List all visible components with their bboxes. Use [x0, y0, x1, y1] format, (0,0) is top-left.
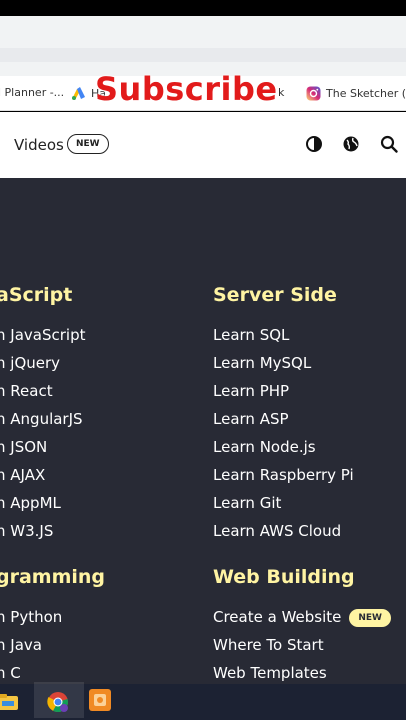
link-sql[interactable]: Learn SQL — [213, 326, 290, 344]
bookmark-label: l Planner -... — [0, 86, 65, 99]
link-jquery[interactable]: n jQuery — [0, 354, 61, 372]
link-ajax[interactable]: n AJAX — [0, 466, 46, 484]
link-java[interactable]: n Java — [0, 636, 42, 654]
link-php[interactable]: Learn PHP — [213, 382, 290, 400]
heading-web-building: Web Building — [213, 566, 355, 588]
bookmark-item[interactable]: The Sketcher (@ — [306, 86, 406, 101]
link-label: Create a Website — [213, 608, 342, 626]
bookmark-label: k — [278, 86, 285, 99]
link-json[interactable]: n JSON — [0, 438, 48, 456]
google-ads-icon — [72, 87, 85, 100]
nav-videos-link[interactable]: Videos — [14, 136, 64, 154]
link-create-website[interactable]: Create a Website NEW — [213, 608, 391, 627]
chrome-icon[interactable] — [46, 690, 70, 714]
instagram-icon — [306, 86, 321, 101]
link-raspberry-pi[interactable]: Learn Raspberry Pi — [213, 466, 354, 484]
link-javascript[interactable]: n JavaScript — [0, 326, 86, 344]
link-aws-cloud[interactable]: Learn AWS Cloud — [213, 522, 342, 540]
file-explorer-icon[interactable] — [0, 690, 20, 714]
bookmark-item[interactable]: Ha — [70, 86, 106, 100]
globe-icon[interactable] — [341, 134, 361, 154]
bookmark-label: Ha — [91, 86, 107, 100]
new-badge: NEW — [349, 609, 391, 627]
bookmark-item[interactable]: k — [278, 86, 284, 99]
link-mysql[interactable]: Learn MySQL — [213, 354, 312, 372]
link-appml[interactable]: n AppML — [0, 494, 61, 512]
app-icon[interactable] — [88, 688, 112, 712]
window-top-edge — [0, 0, 406, 16]
new-badge: NEW — [67, 134, 109, 154]
link-where-to-start[interactable]: Where To Start — [213, 636, 324, 654]
bookmark-item[interactable]: l Planner -... — [0, 86, 64, 99]
footer-menu: aScript n JavaScript n jQuery n React n … — [0, 178, 406, 684]
link-react[interactable]: n React — [0, 382, 53, 400]
contrast-icon[interactable] — [304, 134, 324, 154]
link-angularjs[interactable]: n AngularJS — [0, 410, 83, 428]
link-w3js[interactable]: n W3.JS — [0, 522, 54, 540]
link-asp[interactable]: Learn ASP — [213, 410, 289, 428]
bookmarks-bar: l Planner -... Ha k The Sketcher (@ — [0, 76, 406, 111]
browser-toolbar — [0, 16, 406, 76]
link-git[interactable]: Learn Git — [213, 494, 282, 512]
heading-javascript: aScript — [0, 284, 73, 306]
heading-server-side: Server Side — [213, 284, 337, 306]
site-navbar: Videos NEW — [0, 112, 406, 178]
address-bar[interactable] — [0, 48, 406, 62]
link-web-templates[interactable]: Web Templates — [213, 664, 327, 682]
subscribe-overlay[interactable]: Subscribe — [95, 70, 278, 108]
link-c[interactable]: n C — [0, 664, 21, 682]
heading-programming: gramming — [0, 566, 106, 588]
link-python[interactable]: n Python — [0, 608, 63, 626]
search-icon[interactable] — [379, 134, 399, 154]
link-nodejs[interactable]: Learn Node.js — [213, 438, 316, 456]
bookmark-label: The Sketcher (@ — [326, 87, 406, 100]
